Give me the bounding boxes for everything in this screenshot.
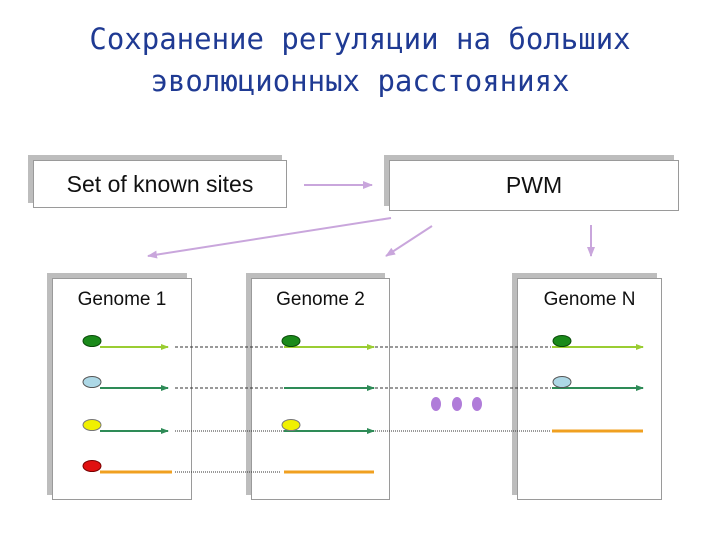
arrow-to-genome-2 bbox=[385, 225, 433, 257]
known-sites-box: Set of known sites bbox=[33, 160, 287, 208]
genome-2-box: Genome 2 bbox=[251, 278, 390, 500]
ellipsis-dot-1 bbox=[431, 397, 441, 411]
pwm-box: PWM bbox=[389, 160, 679, 211]
genome-1-label: Genome 1 bbox=[77, 289, 167, 310]
ellipsis-dot-3 bbox=[472, 397, 482, 411]
arrow-to-genome-1 bbox=[147, 217, 392, 259]
slide-title: Сохранение регуляции на больших эволюцио… bbox=[0, 18, 720, 102]
pwm-label: PWM bbox=[505, 172, 563, 198]
title-line-1: Сохранение регуляции на больших bbox=[89, 22, 631, 56]
genome-n-box: Genome N bbox=[517, 278, 662, 500]
genome-1-box: Genome 1 bbox=[52, 278, 192, 500]
known-sites-label: Set of known sites bbox=[66, 171, 254, 197]
title-line-2: эволюционных расстояниях bbox=[150, 64, 570, 98]
ellipsis-dot-2 bbox=[452, 397, 462, 411]
genome-n-label: Genome N bbox=[543, 289, 636, 310]
genome-2-label: Genome 2 bbox=[276, 289, 365, 310]
